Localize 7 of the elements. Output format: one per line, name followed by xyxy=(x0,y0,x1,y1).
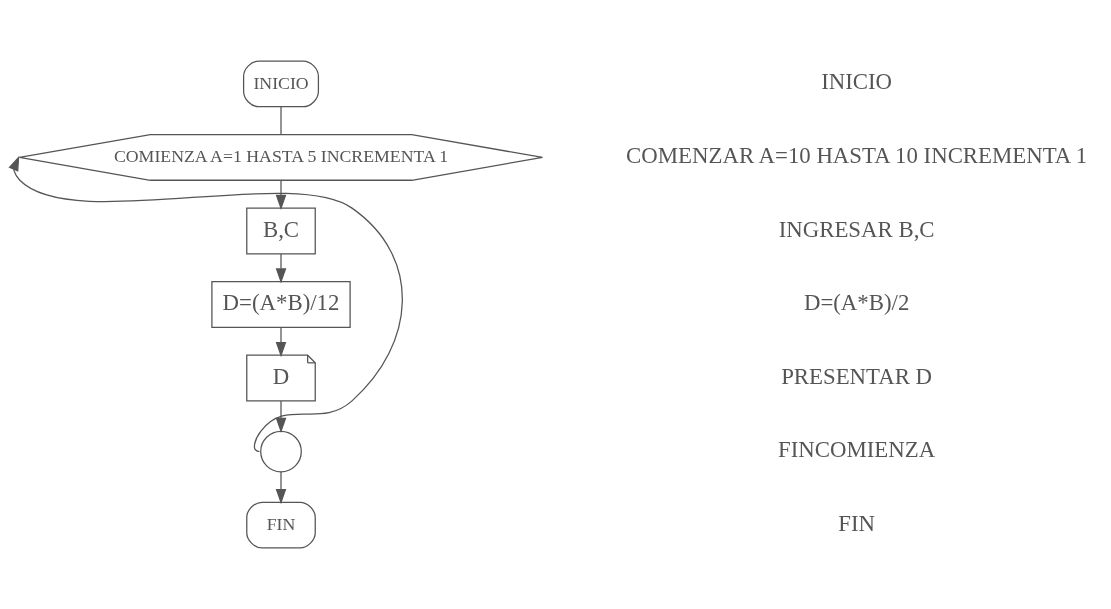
label: COMENZAR A=10 HASTA 10 INCREMENTA 1 xyxy=(626,143,1088,169)
label: FIN xyxy=(838,510,875,536)
label: PRESENTAR D xyxy=(781,363,933,389)
label: FINCOMIENZA xyxy=(778,437,936,463)
label: INGRESAR B,C xyxy=(778,216,935,242)
label: D=(A*B)/2 xyxy=(803,290,910,316)
label: INICIO xyxy=(821,69,893,95)
